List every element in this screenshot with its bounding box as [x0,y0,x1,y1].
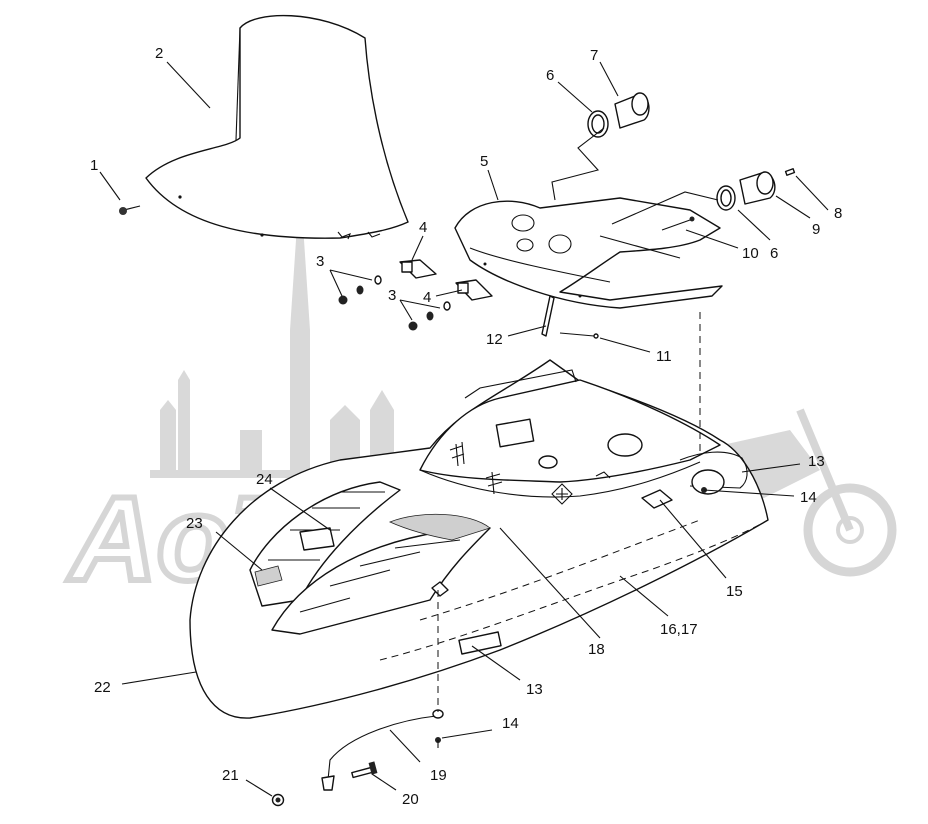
hood-part-22 [189,359,769,719]
callout-9: 9 [812,221,820,238]
bulb-part-8 [784,168,796,176]
leader-lines [99,61,829,797]
callout-14a: 14 [800,489,817,506]
nut-part-21 [271,793,285,807]
callout-6a: 6 [546,67,554,84]
callout-2: 2 [155,45,163,62]
cable-part-19 [321,709,444,791]
gauge-part-7 [614,92,650,129]
strap-part-12 [541,295,555,337]
gauge-ring-part-6b [716,185,736,211]
gauge-part-9 [739,171,776,205]
callout-18: 18 [588,641,605,658]
callout-23: 23 [186,515,203,532]
nut-washer-set-3b [408,301,451,331]
callout-4b: 4 [423,289,431,306]
bolt-part-20 [351,761,378,779]
callout-4a: 4 [419,219,427,236]
callout-15: 15 [726,583,743,600]
callout-22: 22 [94,679,111,696]
callout-7: 7 [590,47,598,64]
callout-8: 8 [834,205,842,222]
pin-part-11 [559,332,599,339]
callout-1: 1 [90,157,98,174]
callout-6b: 6 [770,245,778,262]
bracket-part-4b [455,279,493,301]
screw-part-14b [435,737,441,748]
callout-3b: 3 [388,287,396,304]
callout-24: 24 [256,471,273,488]
bracket-part-4a [399,259,437,279]
callout-20: 20 [402,791,419,808]
callout-12: 12 [486,331,503,348]
callout-labels: 2 1 3 3 4 4 5 6 6 7 8 9 10 11 12 13 13 1… [90,45,842,808]
callout-21: 21 [222,767,239,784]
gauge-ring-part-6a [587,110,609,138]
callout-11: 11 [656,348,672,365]
callout-10: 10 [742,245,759,262]
callout-16-17: 16,17 [660,621,698,638]
callout-5: 5 [480,153,488,170]
callout-14b: 14 [502,715,519,732]
screw-part-10 [661,216,695,231]
callout-19: 19 [430,767,447,784]
nut-washer-set-3a [338,275,382,305]
windshield-part [145,14,409,240]
callout-13a: 13 [808,453,825,470]
assembly-lines [437,127,719,712]
callout-3a: 3 [316,253,324,270]
callout-13b: 13 [526,681,543,698]
dash-panel-part-5 [454,197,723,309]
screw-part-1 [119,205,141,215]
